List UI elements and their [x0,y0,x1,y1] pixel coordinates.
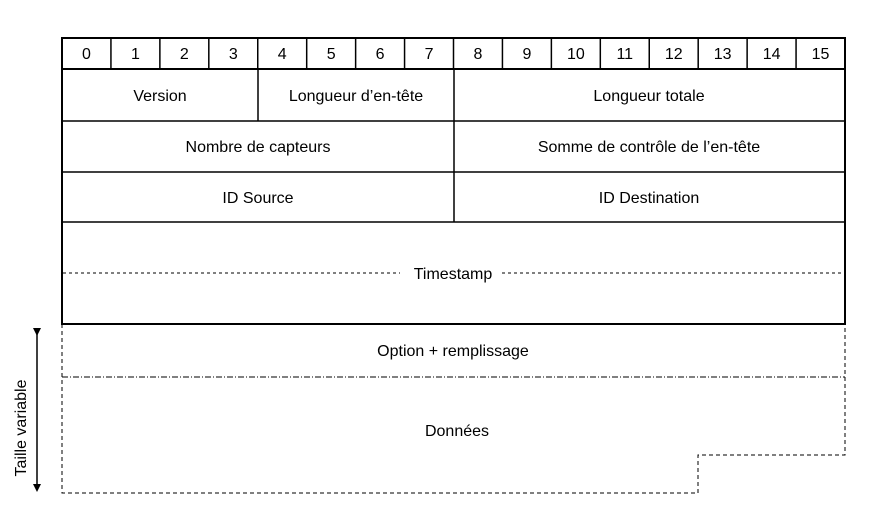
bit-number: 5 [327,46,336,63]
bit-number: 11 [616,46,633,63]
bit-number: 9 [522,46,531,63]
bit-number: 2 [180,46,189,63]
field-total-length: Longueur totale [593,88,704,105]
bit-number: 14 [763,46,781,63]
bit-number: 7 [425,46,434,63]
bit-number: 12 [665,46,683,63]
field-header-length: Longueur d’en-tête [289,88,423,105]
bit-number: 15 [812,46,830,63]
bit-number: 6 [376,46,385,63]
variable-region: Option + remplissage Données [61,324,846,494]
field-destination-id: ID Destination [599,190,700,207]
bit-number: 13 [714,46,732,63]
variable-size-indicator: Taille variable [13,328,41,492]
bit-number: 0 [82,46,91,63]
field-sensor-count: Nombre de capteurs [186,139,331,156]
field-header-checksum: Somme de contrôle de l’en-tête [538,139,760,156]
bit-number: 10 [567,46,585,63]
field-timestamp: Timestamp [414,266,493,283]
side-label: Taille variable [13,379,30,476]
bit-number: 4 [278,46,287,63]
field-option-padding: Option + remplissage [377,343,529,360]
field-data: Données [425,423,489,440]
bit-number: 8 [474,46,483,63]
field-version: Version [133,88,186,105]
field-source-id: ID Source [222,190,293,207]
bit-number: 1 [131,46,140,63]
bit-number: 3 [229,46,238,63]
variable-region-outline [61,324,846,494]
header-block: Version Longueur d’en-tête Longueur tota… [61,68,846,325]
bit-dividers [110,38,797,69]
